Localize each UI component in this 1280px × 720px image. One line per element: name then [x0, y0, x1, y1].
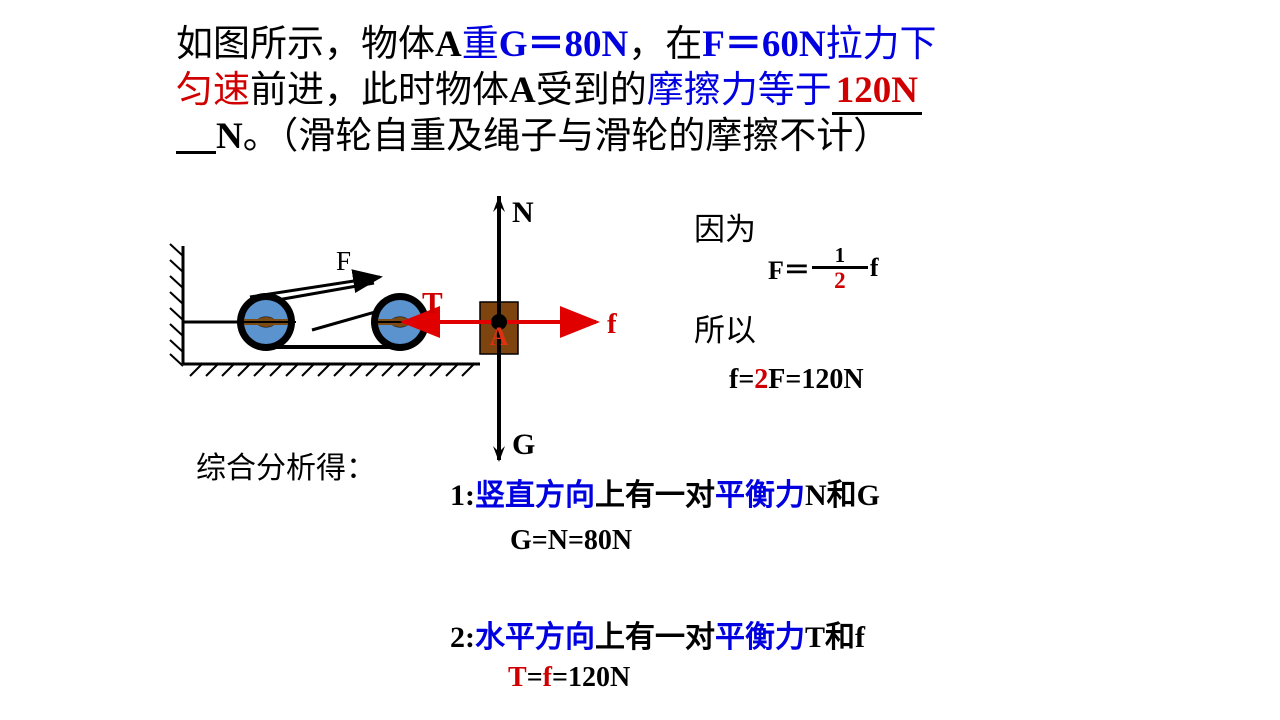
conclusion-1-run-3: 平衡力	[715, 479, 805, 512]
conclusion-lead: 综合分析得：	[196, 452, 376, 485]
label-normal-force: N	[512, 196, 534, 229]
conclusion-2-eq-run-0: T	[508, 662, 527, 693]
conclusion-1-run-2: 上有一对	[595, 479, 715, 512]
problem-line-1-run-0: 如图所示，物体	[176, 24, 435, 65]
reasoning-because: 因为	[694, 212, 756, 247]
problem-line-1-run-7: 拉力下	[825, 24, 937, 65]
label-tension-force: T	[422, 285, 443, 320]
problem-line-1-run-1: A	[435, 24, 462, 65]
conclusion-2-eq-run-3: =120N	[551, 662, 631, 693]
label-gravity-force: G	[512, 428, 536, 461]
fraction-one-half: 1 2	[811, 243, 868, 293]
problem-line-2-run-2: A	[509, 70, 536, 111]
conclusion-item-1-equation: G=N=80N	[510, 525, 633, 556]
wall	[169, 243, 185, 367]
label-applied-force: F	[336, 246, 352, 276]
equation-F-lhs: F＝	[768, 255, 810, 285]
conclusion-item-1: 1:竖直方向上有一对平衡力N和G	[450, 470, 880, 514]
conclusion-2-run-3: 平衡力	[715, 621, 805, 654]
problem-line-2-run-0: 匀速	[176, 70, 250, 111]
conclusion-2-run-0: 2:	[450, 621, 475, 654]
problem-line-3: N。（滑轮自重及绳子与滑轮的摩擦不计）	[176, 114, 1266, 160]
conclusion-2-run-4: T和f	[805, 621, 865, 654]
label-friction-force: f	[607, 308, 617, 340]
block-center-dot	[491, 314, 507, 330]
answer-blank-continuation	[176, 121, 216, 154]
equation-f-tail: f	[869, 253, 879, 282]
conclusion-1-run-1: 竖直方向	[475, 479, 595, 512]
conclusion-2-eq-run-2: f	[542, 662, 552, 693]
problem-line-2-run-1: 前进，此时物体	[250, 70, 509, 111]
rope-to-F	[265, 281, 375, 304]
problem-line-1-run-2: 重	[461, 24, 499, 65]
unit-newton: N	[216, 116, 243, 157]
fraction-bar	[811, 266, 868, 269]
answer-blank-value: 120N	[831, 71, 922, 115]
pulley-left	[237, 293, 296, 351]
problem-line-2-run-3: 受到的	[535, 70, 647, 111]
rope-to-right-pulley	[311, 303, 401, 332]
problem-line-1-run-5: 在	[665, 24, 703, 65]
reasoning-therefore: 所以	[694, 313, 756, 348]
gravity-force-arrow	[493, 446, 505, 462]
equation-f-equals-2F: f=2F=120N	[729, 364, 864, 396]
ground	[183, 362, 480, 377]
conclusion-1-run-0: 1:	[450, 479, 475, 512]
rope-f-arrow	[249, 269, 383, 299]
conclusion-item-2: 2:水平方向上有一对平衡力T和f	[450, 612, 865, 656]
fraction-numerator: 1	[834, 243, 846, 267]
fraction-denominator: 2	[834, 268, 846, 293]
problem-statement: 如图所示，物体A重G＝80N，在F＝60N拉力下 匀速前进，此时物体A受到的摩擦…	[176, 22, 1266, 160]
block-label-a: A	[490, 322, 509, 351]
problem-line-1-run-6: F＝60N	[702, 24, 826, 65]
problem-line-1-run-3: G＝80N	[498, 24, 629, 65]
conclusion-2-eq-run-1: =	[526, 662, 543, 693]
problem-line-1-run-4: ，	[628, 24, 666, 65]
equation-result-rhs: F=120N	[768, 364, 864, 395]
conclusion-1-run-4: N和G	[805, 479, 880, 512]
block-a	[479, 301, 519, 355]
problem-line-2-run-4: 摩擦力等于	[646, 70, 832, 111]
equation-F-equals-half-f: F＝ 1 2 f	[768, 243, 879, 293]
problem-line-1: 如图所示，物体A重G＝80N，在F＝60N拉力下	[176, 22, 1266, 68]
conclusion-item-2-equation: T=f=120N	[508, 662, 630, 694]
problem-line-3-text: 。（滑轮自重及绳子与滑轮的摩擦不计）	[242, 116, 891, 157]
normal-force-arrow	[493, 196, 505, 212]
conclusion-2-run-2: 上有一对	[595, 621, 715, 654]
equation-result-coefficient: 2	[754, 364, 769, 395]
conclusion-2-run-1: 水平方向	[475, 621, 595, 654]
equation-result-lhs: f=	[729, 364, 755, 395]
